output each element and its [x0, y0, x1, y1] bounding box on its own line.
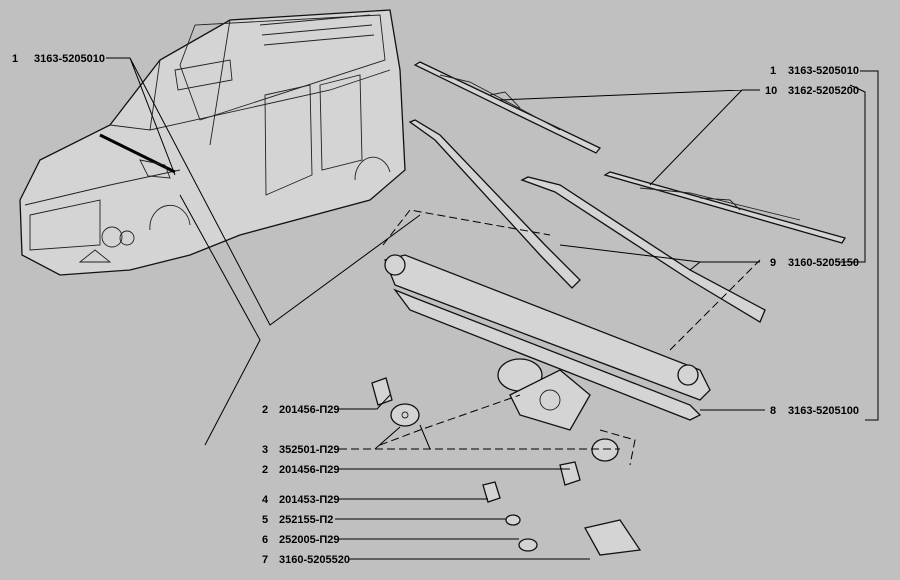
svg-text:3: 3	[262, 444, 268, 456]
svg-text:8: 8	[770, 405, 776, 417]
svg-text:201456-П29: 201456-П29	[279, 404, 340, 416]
vehicle-illustration	[19, 9, 406, 276]
callout-2a: 2 201456-П29	[262, 394, 391, 416]
wiper-arm-1	[408, 119, 581, 289]
callout-1-left: 1 3163-5205010	[12, 53, 105, 65]
svg-text:252155-П2: 252155-П2	[279, 514, 333, 526]
wiper-linkage-frame	[382, 209, 761, 431]
svg-text:9: 9	[770, 257, 776, 269]
svg-text:252005-П29: 252005-П29	[279, 534, 340, 546]
wiper-blade-1	[413, 61, 602, 154]
svg-text:352501-П29: 352501-П29	[279, 444, 340, 456]
svg-text:3160-5205520: 3160-5205520	[279, 554, 350, 566]
svg-text:1: 1	[770, 65, 776, 77]
svg-text:2: 2	[262, 464, 268, 476]
wiper-blade-2	[603, 171, 846, 244]
svg-text:201456-П29: 201456-П29	[279, 464, 340, 476]
svg-text:4: 4	[262, 494, 269, 506]
callout-10: 10 3162-5205200	[499, 85, 859, 186]
callout-9: 9 3160-5205150	[559, 244, 859, 271]
svg-text:3163-5205010: 3163-5205010	[34, 53, 105, 65]
callout-7: 7 3160-5205520	[262, 554, 590, 566]
svg-text:10: 10	[765, 85, 777, 97]
callout-4: 4 201453-П29	[262, 494, 488, 506]
svg-text:5: 5	[262, 514, 268, 526]
callout-5: 5 252155-П2	[262, 514, 506, 526]
svg-text:3163-5205010: 3163-5205010	[788, 65, 859, 77]
svg-text:7: 7	[262, 554, 268, 566]
svg-text:3160-5205150: 3160-5205150	[788, 257, 859, 269]
callout-1-right: 1 3163-5205010	[770, 65, 859, 77]
callout-2b: 2 201456-П29	[262, 464, 570, 476]
svg-text:6: 6	[262, 534, 268, 546]
fasteners	[371, 377, 642, 556]
svg-text:3162-5205200: 3162-5205200	[788, 85, 859, 97]
callout-6: 6 252005-П29	[262, 534, 519, 546]
vehicle-leader-lines	[106, 57, 421, 446]
svg-text:1: 1	[12, 53, 18, 65]
svg-text:201453-П29: 201453-П29	[279, 494, 340, 506]
right-bracket	[838, 70, 879, 421]
callout-3: 3 352501-П29	[262, 424, 620, 456]
svg-text:2: 2	[262, 404, 268, 416]
svg-text:3163-5205100: 3163-5205100	[788, 405, 859, 417]
callout-8: 8 3163-5205100	[700, 405, 859, 417]
wiper-arm-2	[520, 176, 766, 323]
